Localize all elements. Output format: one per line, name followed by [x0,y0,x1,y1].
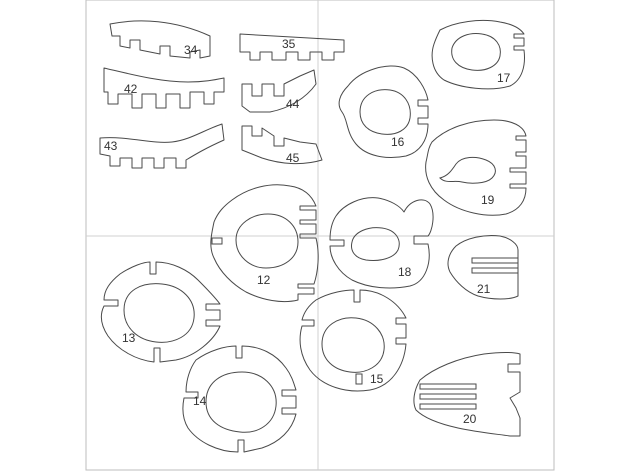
part-label-12: 12 [257,273,271,287]
part-label-13: 13 [122,331,136,345]
part-label-21: 21 [477,282,491,296]
part-35: 35 [239,33,345,61]
part-45: 45 [241,125,323,165]
slot [471,257,519,264]
part-label-19: 19 [481,193,495,207]
slot [419,393,477,400]
part-43: 43 [99,123,225,169]
part-label-20: 20 [463,412,477,426]
part-label-35: 35 [282,37,296,51]
part-label-18: 18 [398,265,412,279]
part-44: 44 [241,69,317,113]
part-label-15: 15 [370,372,384,386]
slot [471,267,519,274]
part-label-42: 42 [124,82,138,96]
slot [211,237,223,245]
part-18: 18 [329,197,434,289]
slot [419,403,477,410]
part-17: 17 [431,19,525,90]
part-16: 16 [338,65,429,158]
part-label-44: 44 [286,97,300,111]
part-21: 21 [447,235,519,300]
part-label-43: 43 [104,139,118,153]
part-19: 19 [425,119,527,216]
part-12: 12 [210,184,319,303]
part-42: 42 [103,67,225,109]
slot [355,373,363,385]
part-label-17: 17 [497,71,511,85]
part-label-14: 14 [193,394,207,408]
part-14: 14 [182,345,297,453]
part-20: 20 [413,352,521,437]
part-34: 34 [109,20,211,59]
slot [419,383,477,390]
part-label-16: 16 [391,135,405,149]
part-15: 15 [299,289,407,392]
part-label-34: 34 [184,43,198,57]
sheet-border [85,0,555,471]
part-13: 13 [100,261,221,363]
part-label-45: 45 [286,151,300,165]
